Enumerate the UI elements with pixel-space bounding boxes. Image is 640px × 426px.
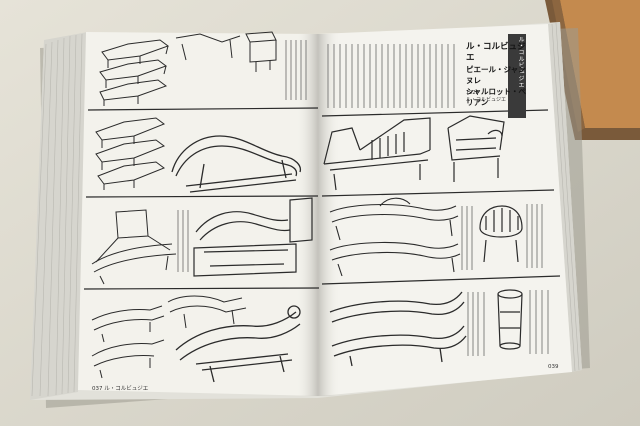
heading-line-1: ル・コルビュジエ <box>466 42 526 63</box>
chaise-with-figure <box>329 197 461 277</box>
cube-sketch <box>245 31 277 72</box>
left-text-column-mid <box>177 210 189 272</box>
right-text-columns-bottom <box>467 290 549 356</box>
chaise-longue-large <box>171 135 302 193</box>
right-page-folio: 039 <box>548 364 559 370</box>
right-page-year-note: 1928 ル・コルビュジエ <box>466 90 526 104</box>
chaise-sketch-stack-top <box>99 39 170 106</box>
year-line-2: ル・コルビュジエ <box>466 97 507 103</box>
chaise-longue-row4-large <box>175 305 301 383</box>
chaise-longue-row4-right <box>329 291 467 367</box>
armchair-sketch-left <box>323 117 431 191</box>
right-text-columns-top <box>327 44 455 108</box>
left-page-illustrations <box>83 31 320 383</box>
section-tab <box>508 34 526 118</box>
tub-chair-sketch <box>479 205 523 263</box>
heading-line-2: ピエール・ジャンヌレ <box>466 65 526 85</box>
stool-sketch <box>497 289 523 350</box>
section-tab-label: ル・コルビュジエ <box>517 36 524 88</box>
chaise-longue-row3-right <box>193 197 313 277</box>
armchair-sketch-right <box>447 115 505 182</box>
chaise-sketch-row3 <box>91 209 177 285</box>
right-text-columns-mid <box>461 204 543 270</box>
book <box>30 22 590 408</box>
left-page-folio: 037 ル・コルビュジエ <box>92 386 149 392</box>
left-page <box>78 32 320 396</box>
heading-line-3: シャルロット・ペリアン <box>466 87 526 107</box>
left-text-column-top <box>285 40 307 100</box>
chaise-sketch-row4 <box>91 305 165 379</box>
right-page-illustrations <box>321 34 561 367</box>
year-line-1: 1928 <box>466 90 479 96</box>
chaise-longue-row4-mid <box>167 295 247 329</box>
chaise-sketch-stack-mid <box>95 117 166 190</box>
right-page-heading: ル・コルビュジエ ピエール・ジャンヌレ シャルロット・ペリアン <box>466 42 526 108</box>
chaise-side-sketch-top <box>175 33 241 61</box>
